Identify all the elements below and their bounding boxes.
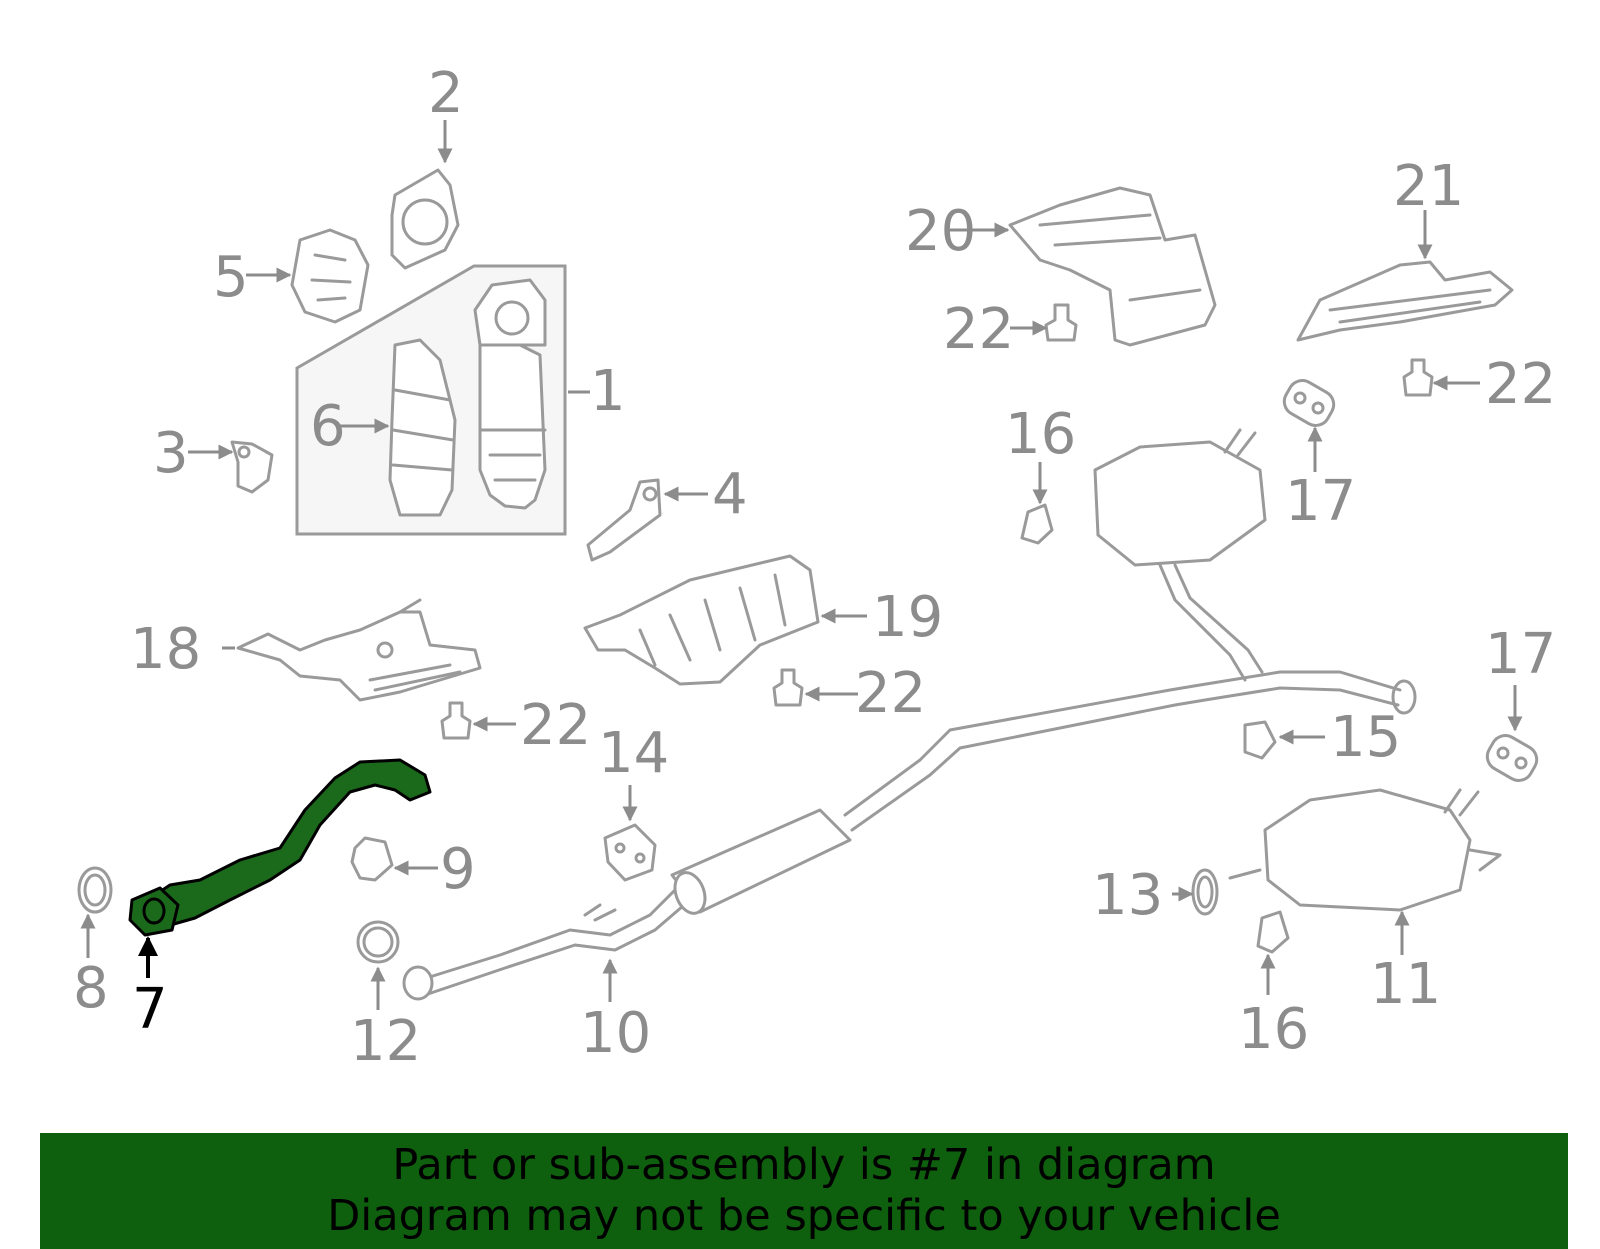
callout-1: 1: [590, 359, 626, 424]
callout-22-top: 22: [943, 297, 1014, 362]
bolt-part-22: [440, 303, 1434, 740]
heat-shield-part-21: [1296, 260, 1514, 342]
gaskets: [77, 866, 1219, 964]
callout-3: 3: [153, 421, 189, 486]
center-pipe-part-10: [402, 683, 1207, 1001]
callout-21: 21: [1393, 154, 1464, 219]
callout-17-bottom: 17: [1485, 622, 1556, 687]
callout-13: 13: [1092, 863, 1163, 928]
callout-16-bottom: 16: [1238, 997, 1309, 1062]
callout-11: 11: [1370, 952, 1441, 1017]
bracket-part-4: [586, 478, 662, 562]
callout-18: 18: [130, 617, 201, 682]
callout-22-mid: 22: [855, 661, 926, 726]
callout-20: 20: [905, 199, 976, 264]
heat-shield-part-19: [583, 554, 820, 686]
front-pipe-part-7: [128, 758, 432, 937]
callout-8: 8: [73, 956, 109, 1021]
bracket-part-9: [350, 836, 394, 882]
muffler-resonator-pipe: [1093, 428, 1417, 715]
rubber-mount-part-14: [603, 823, 657, 882]
callout-14: 14: [598, 721, 669, 786]
banner-line-1: Part or sub-assembly is #7 in diagram: [392, 1140, 1216, 1190]
callout-labels: 2 5 1 6 3 4 20 21 22 22 16 17 19 18 22 2…: [73, 61, 1556, 1074]
info-banner: Part or sub-assembly is #7 in diagram Di…: [40, 1133, 1568, 1249]
callout-10: 10: [580, 1001, 651, 1066]
callout-7: 7: [132, 977, 168, 1042]
muffler-part-11: [1228, 788, 1502, 912]
callout-16-top: 16: [1005, 402, 1076, 467]
callout-2: 2: [428, 61, 464, 126]
callout-5: 5: [213, 245, 249, 310]
callout-22-left: 22: [520, 693, 591, 758]
hanger-part-15: [1243, 720, 1277, 760]
banner-line-2: Diagram may not be specific to your vehi…: [327, 1191, 1281, 1241]
heat-shield-part-20: [1008, 186, 1217, 347]
callout-22-right: 22: [1485, 352, 1556, 417]
gasket-part-2: [390, 168, 460, 270]
callout-12: 12: [350, 1009, 421, 1074]
callout-4: 4: [712, 462, 748, 527]
hanger-part-16: [1020, 503, 1290, 954]
callout-6: 6: [310, 394, 346, 459]
catalytic-converter-assembly: [295, 264, 567, 536]
leader-lines: [80, 120, 1523, 1010]
callout-17-top: 17: [1285, 469, 1356, 534]
bracket-part-3: [230, 440, 274, 494]
callout-15: 15: [1330, 705, 1401, 770]
heat-shield-part-18: [236, 598, 482, 702]
callout-9: 9: [440, 837, 476, 902]
callout-19: 19: [872, 585, 943, 650]
cover-part-5: [290, 228, 370, 324]
rubber-hanger-part-17: [1282, 379, 1539, 782]
